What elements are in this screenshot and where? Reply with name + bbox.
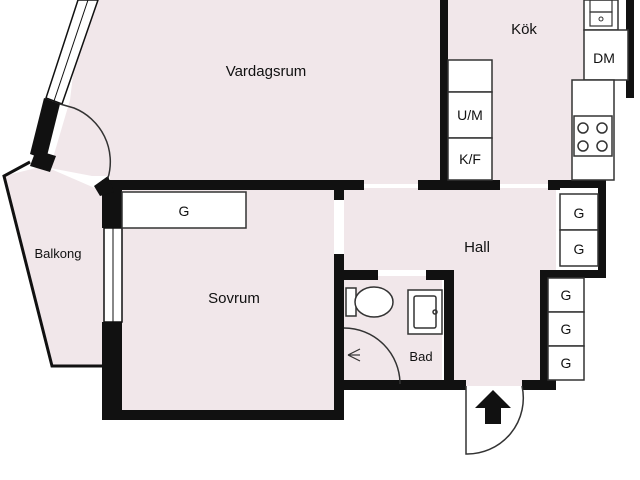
room-label-hall: Hall <box>464 239 490 256</box>
wardrobe-label-hall-3: G <box>561 287 572 303</box>
wardrobe-sovrum <box>121 191 247 229</box>
room-label-sovrum: Sovrum <box>208 290 260 307</box>
wardrobe-hall-2 <box>559 229 599 267</box>
room-label-bad: Bad <box>409 349 432 364</box>
wardrobes <box>121 191 599 381</box>
balkong-door-swing <box>59 103 112 179</box>
wardrobe-hall-5 <box>547 345 585 381</box>
hall-floor <box>344 188 556 386</box>
balkong-railing <box>2 160 104 368</box>
wardrobe-hall-3 <box>547 277 585 313</box>
floor-areas <box>4 0 584 410</box>
shower-curtain <box>343 327 401 385</box>
vardagsrum-floor <box>50 0 440 184</box>
shower-icon <box>347 348 361 362</box>
kitchen-fixtures <box>447 0 629 181</box>
walls <box>30 0 634 420</box>
wardrobe-label-hall-2: G <box>574 241 585 257</box>
windows <box>45 0 123 323</box>
dm-unit <box>583 29 629 81</box>
kok-upper-unit <box>447 59 493 93</box>
balkong-floor <box>4 166 104 366</box>
kf-unit <box>447 137 493 181</box>
fixture-label-um: U/M <box>457 107 483 123</box>
room-label-balkong: Balkong <box>35 246 82 261</box>
sink-icon <box>407 289 443 335</box>
um-unit <box>447 91 493 139</box>
wardrobe-label-sovrum: G <box>179 203 190 219</box>
wardrobe-label-hall-1: G <box>574 205 585 221</box>
wardrobe-label-hall-5: G <box>561 355 572 371</box>
fixture-label-kf: K/F <box>459 151 481 167</box>
fixture-label-dm: DM <box>593 50 615 66</box>
room-label-kok: Kök <box>511 21 537 38</box>
wardrobe-hall-1 <box>559 193 599 231</box>
stove-icon <box>573 115 613 157</box>
room-label-vardagsrum: Vardagsrum <box>226 63 307 80</box>
toilet-icon <box>345 286 394 318</box>
entrance-arrow-icon <box>475 390 511 424</box>
wardrobe-label-hall-4: G <box>561 321 572 337</box>
